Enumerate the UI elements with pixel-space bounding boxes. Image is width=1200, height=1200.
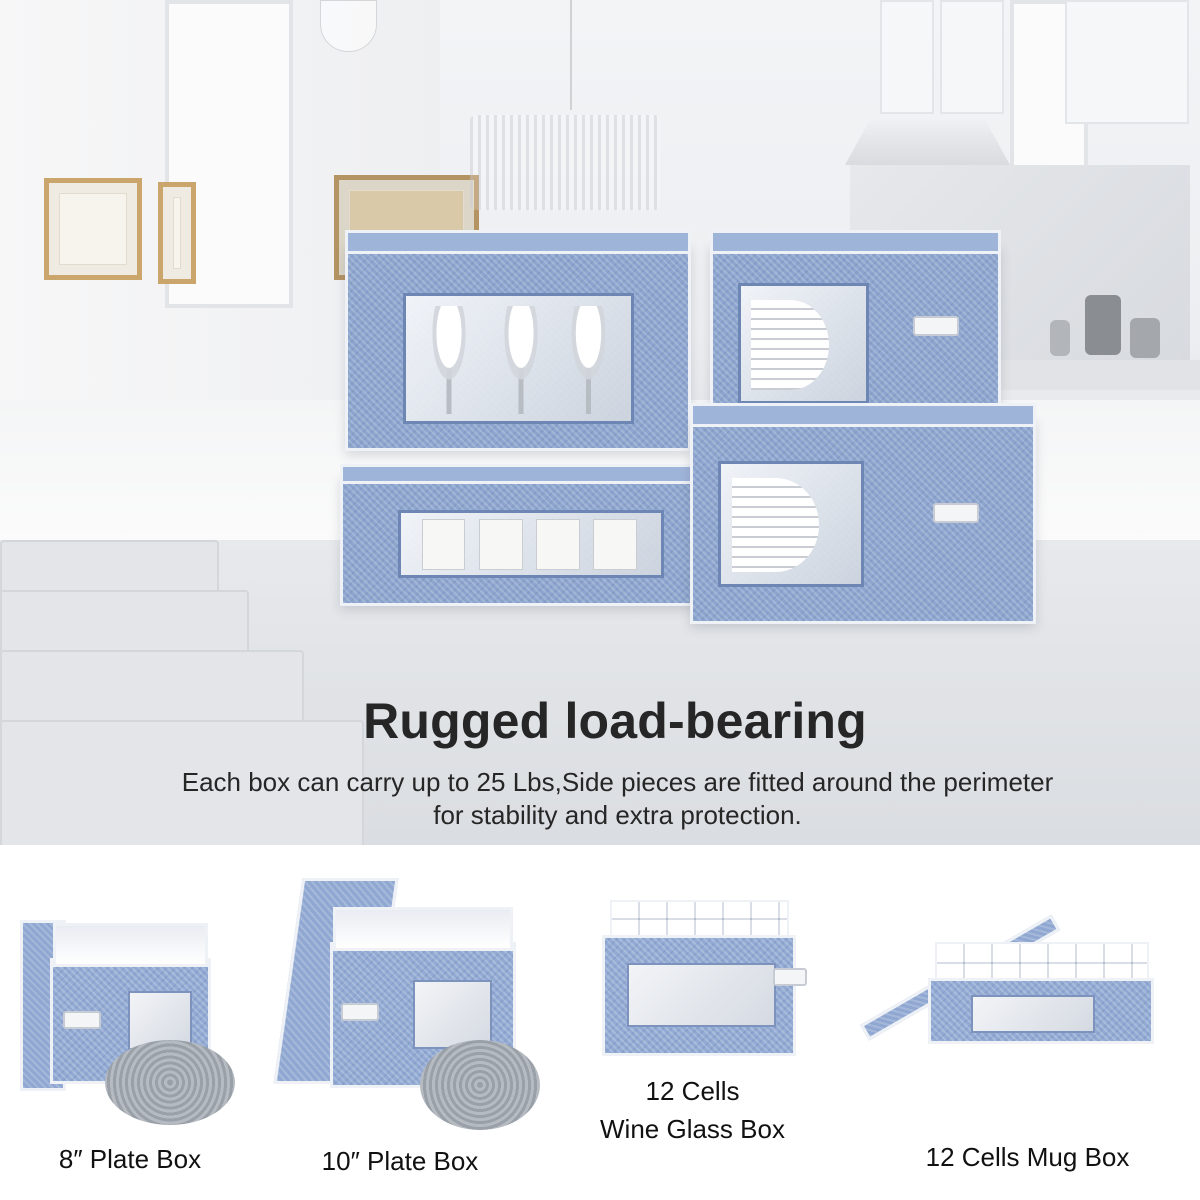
clear-window: [718, 461, 864, 587]
bar-stool: [0, 720, 364, 845]
product-8in-plate-box: 8″ Plate Box: [10, 880, 270, 1180]
wine-glass-box: [345, 230, 691, 451]
kitchen-scene-photo: Rugged load-bearing Each box can carry u…: [0, 0, 1200, 845]
box-handle: [913, 316, 959, 336]
clear-window: [413, 980, 492, 1049]
felt-dividers: [105, 1040, 235, 1125]
description: Each box can carry up to 25 Lbs,Side pie…: [100, 766, 1135, 832]
storage-box: [602, 935, 807, 1056]
wall-picture: [158, 182, 196, 284]
range-hood: [845, 120, 1010, 165]
product-caption: 8″ Plate Box: [58, 1144, 202, 1174]
clear-window: [738, 283, 869, 404]
description-line: Each box can carry up to 25 Lbs,Side pie…: [181, 767, 1054, 797]
wall-picture: [44, 178, 142, 280]
clear-window: [971, 995, 1095, 1033]
product-wine-glass-box: 12 Cells Wine Glass Box: [580, 880, 820, 1180]
clear-window: [627, 963, 776, 1027]
product-caption: 12 Cells Mug Box: [925, 1142, 1130, 1172]
clear-window: [398, 510, 664, 578]
caption-line: 12 Cells: [645, 1076, 740, 1106]
box-handle: [341, 1003, 379, 1021]
storage-box: [928, 978, 1154, 1044]
box-handle: [63, 1011, 101, 1029]
headline: Rugged load-bearing: [363, 693, 867, 749]
product-mug-box: 12 Cells Mug Box: [850, 880, 1170, 1180]
upper-cabinet: [940, 0, 1004, 114]
description-line: for stability and extra protection.: [433, 800, 802, 830]
upper-cabinet: [880, 0, 934, 114]
box-handle: [933, 503, 979, 523]
canister: [1050, 320, 1070, 356]
felt-dividers: [420, 1040, 540, 1130]
plate-box-large: [690, 403, 1036, 624]
box-handle: [773, 968, 807, 986]
product-caption: 10″ Plate Box: [321, 1146, 479, 1176]
glass-vase: [320, 0, 377, 52]
pendant-cord: [570, 0, 572, 110]
product-caption: 12 Cells Wine Glass Box: [580, 1072, 805, 1148]
kettle: [1130, 318, 1160, 358]
clear-window: [403, 293, 634, 424]
caption-line: Wine Glass Box: [600, 1114, 785, 1144]
product-10in-plate-box: 10″ Plate Box: [273, 870, 550, 1180]
upper-cabinet: [1065, 0, 1189, 124]
mug-box: [340, 464, 701, 606]
coffee-machine: [1085, 295, 1121, 355]
crystal-chandelier: [470, 115, 660, 210]
